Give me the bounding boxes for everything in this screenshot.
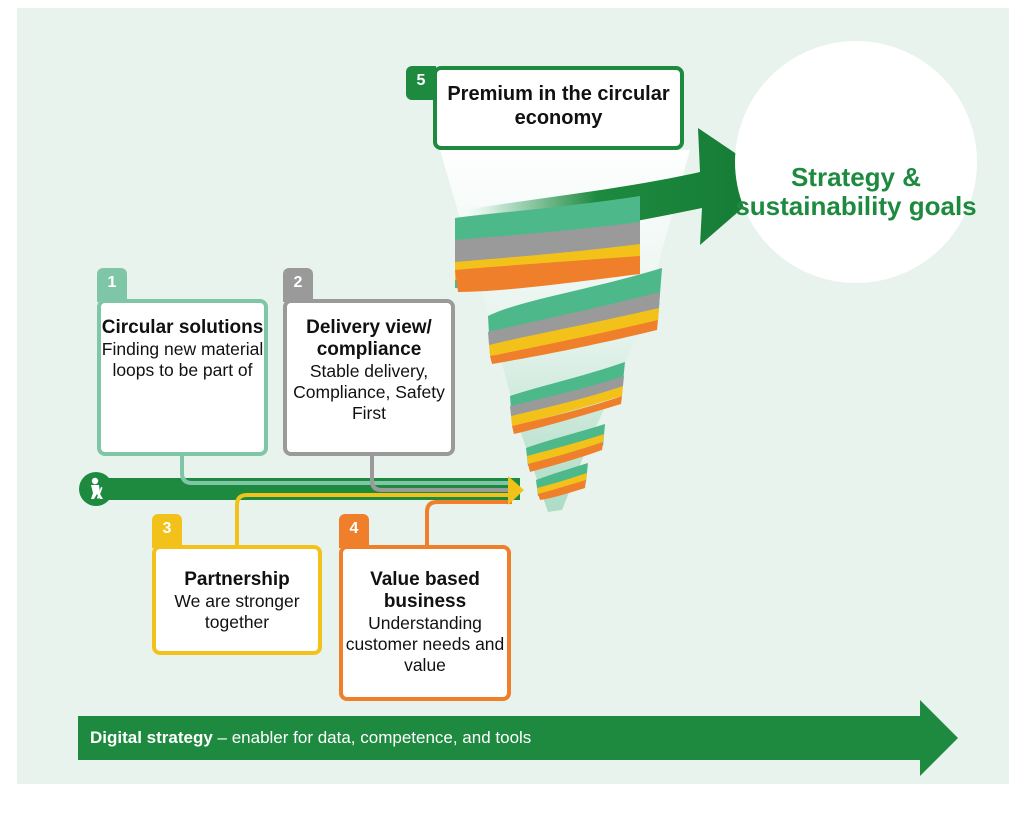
goal-label: Strategy & sustainability goals xyxy=(735,162,977,221)
step-5-number: 5 xyxy=(406,66,436,100)
digital-strategy-title: Digital strategy xyxy=(90,728,213,747)
connector-1 xyxy=(180,456,512,485)
spiral-ribbons xyxy=(455,196,662,500)
golfer-icon xyxy=(91,477,103,499)
step-4-title: Value based business xyxy=(370,569,480,612)
digital-strategy-arrow xyxy=(78,700,958,776)
connector-2 xyxy=(370,456,512,492)
step-4-number: 4 xyxy=(339,514,369,548)
step-4-description: Understanding customer needs and value xyxy=(345,613,505,675)
step-1-number: 1 xyxy=(97,268,127,302)
step-2-title: Delivery view/ compliance xyxy=(306,317,432,360)
step-1-box: Circular solutions Finding new material … xyxy=(97,299,268,456)
step-5-box: Premium in the circular economy xyxy=(433,66,684,150)
step-3-box: Partnership We are stronger together xyxy=(152,545,322,655)
digital-strategy-label: Digital strategy – enabler for data, com… xyxy=(90,726,531,750)
step-2-number: 2 xyxy=(283,268,313,302)
digital-strategy-description: – enabler for data, competence, and tool… xyxy=(212,728,532,747)
goal-circle xyxy=(735,41,977,283)
step-2-description: Stable delivery, Compliance, Safety Firs… xyxy=(293,361,445,423)
step-3-number: 3 xyxy=(152,514,182,548)
step-4-box: Value based business Understanding custo… xyxy=(339,545,511,701)
step-3-title: Partnership xyxy=(184,569,290,590)
connector-3 xyxy=(235,493,512,545)
timeline-arrowhead xyxy=(508,476,524,505)
step-5-title: Premium in the circular economy xyxy=(447,83,670,129)
step-3-description: We are stronger together xyxy=(174,591,300,632)
connector-4 xyxy=(425,500,512,545)
step-1-description: Finding new material loops to be part of xyxy=(101,339,264,380)
step-2-box: Delivery view/ compliance Stable deliver… xyxy=(283,299,455,456)
step-1-title: Circular solutions xyxy=(101,317,264,338)
